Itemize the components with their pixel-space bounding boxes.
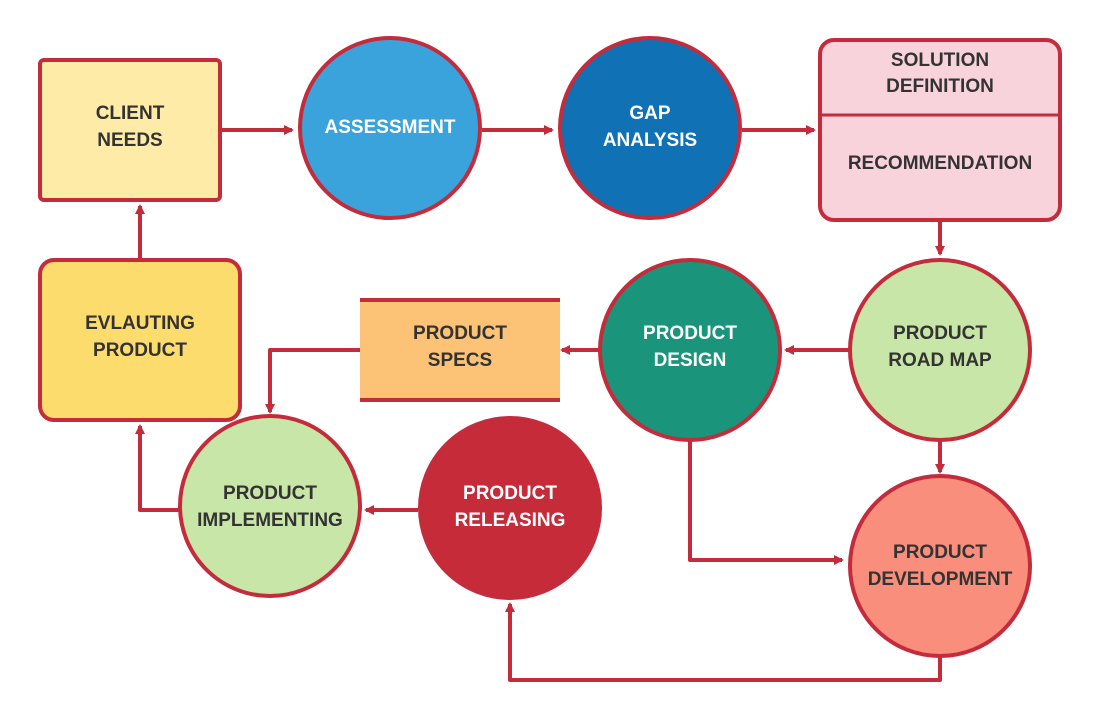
product-road-map-circle bbox=[848, 258, 1032, 442]
solution-definition-label-line2: DEFINITION bbox=[886, 76, 994, 97]
gap-analysis-circle bbox=[558, 36, 742, 220]
connectors bbox=[135, 125, 945, 682]
gap-analysis-label-line1: GAP bbox=[629, 103, 671, 124]
edge-product-design-to-product-development bbox=[688, 440, 844, 565]
edge-product-specs-to-product-implementing bbox=[265, 348, 360, 414]
product-design-label-line1: PRODUCT bbox=[643, 323, 737, 344]
node-product-releasing: PRODUCT RELEASING bbox=[418, 416, 602, 600]
evaluating-product-label-line1: EVLAUTING bbox=[85, 313, 195, 334]
node-product-development: PRODUCT DEVELOPMENT bbox=[848, 474, 1032, 658]
node-client-needs: CLIENT NEEDS bbox=[38, 58, 222, 202]
edge-implementing-to-evaluating-product bbox=[135, 424, 180, 512]
product-implementing-label-line1: PRODUCT bbox=[223, 483, 317, 504]
client-needs-label-line2: NEEDS bbox=[97, 130, 162, 151]
node-solution-definition: SOLUTION DEFINITION RECOMMENDATION bbox=[818, 38, 1062, 222]
product-development-label-line2: DEVELOPMENT bbox=[868, 569, 1013, 590]
client-needs-label-line1: CLIENT bbox=[96, 103, 165, 124]
node-assessment: ASSESSMENT bbox=[298, 36, 482, 220]
evaluating-product-box bbox=[38, 258, 242, 422]
assessment-label: ASSESSMENT bbox=[325, 117, 456, 138]
product-implementing-circle bbox=[178, 414, 362, 598]
edge-development-to-product-releasing bbox=[505, 602, 942, 682]
node-product-specs: PRODUCT SPECS bbox=[360, 298, 560, 402]
product-road-map-label-line2: ROAD MAP bbox=[888, 350, 992, 371]
node-product-implementing: PRODUCT IMPLEMENTING bbox=[178, 414, 362, 598]
product-road-map-label-line1: PRODUCT bbox=[893, 323, 987, 344]
solution-definition-label-line1: SOLUTION bbox=[891, 50, 989, 71]
product-specs-label-line2: SPECS bbox=[428, 350, 492, 371]
product-specs-box bbox=[360, 300, 560, 400]
client-needs-box bbox=[38, 58, 222, 202]
node-product-design: PRODUCT DESIGN bbox=[598, 258, 782, 442]
product-development-circle bbox=[848, 474, 1032, 658]
gap-analysis-label-line2: ANALYSIS bbox=[603, 130, 697, 151]
product-implementing-label-line2: IMPLEMENTING bbox=[197, 510, 343, 531]
assessment-circle bbox=[298, 36, 482, 220]
product-releasing-label-line1: PRODUCT bbox=[463, 483, 557, 504]
solution-definition-box bbox=[818, 38, 1062, 222]
product-design-label-line2: DESIGN bbox=[654, 350, 727, 371]
recommendation-label: RECOMMENDATION bbox=[848, 153, 1032, 174]
product-releasing-circle bbox=[418, 416, 602, 600]
node-product-road-map: PRODUCT ROAD MAP bbox=[848, 258, 1032, 442]
product-design-circle bbox=[598, 258, 782, 442]
product-releasing-label-line2: RELEASING bbox=[455, 510, 566, 531]
product-development-label-line1: PRODUCT bbox=[893, 542, 987, 563]
product-specs-label-line1: PRODUCT bbox=[413, 323, 507, 344]
evaluating-product-label-line2: PRODUCT bbox=[93, 340, 187, 361]
node-evaluating-product: EVLAUTING PRODUCT bbox=[38, 258, 242, 422]
node-gap-analysis: GAP ANALYSIS bbox=[558, 36, 742, 220]
